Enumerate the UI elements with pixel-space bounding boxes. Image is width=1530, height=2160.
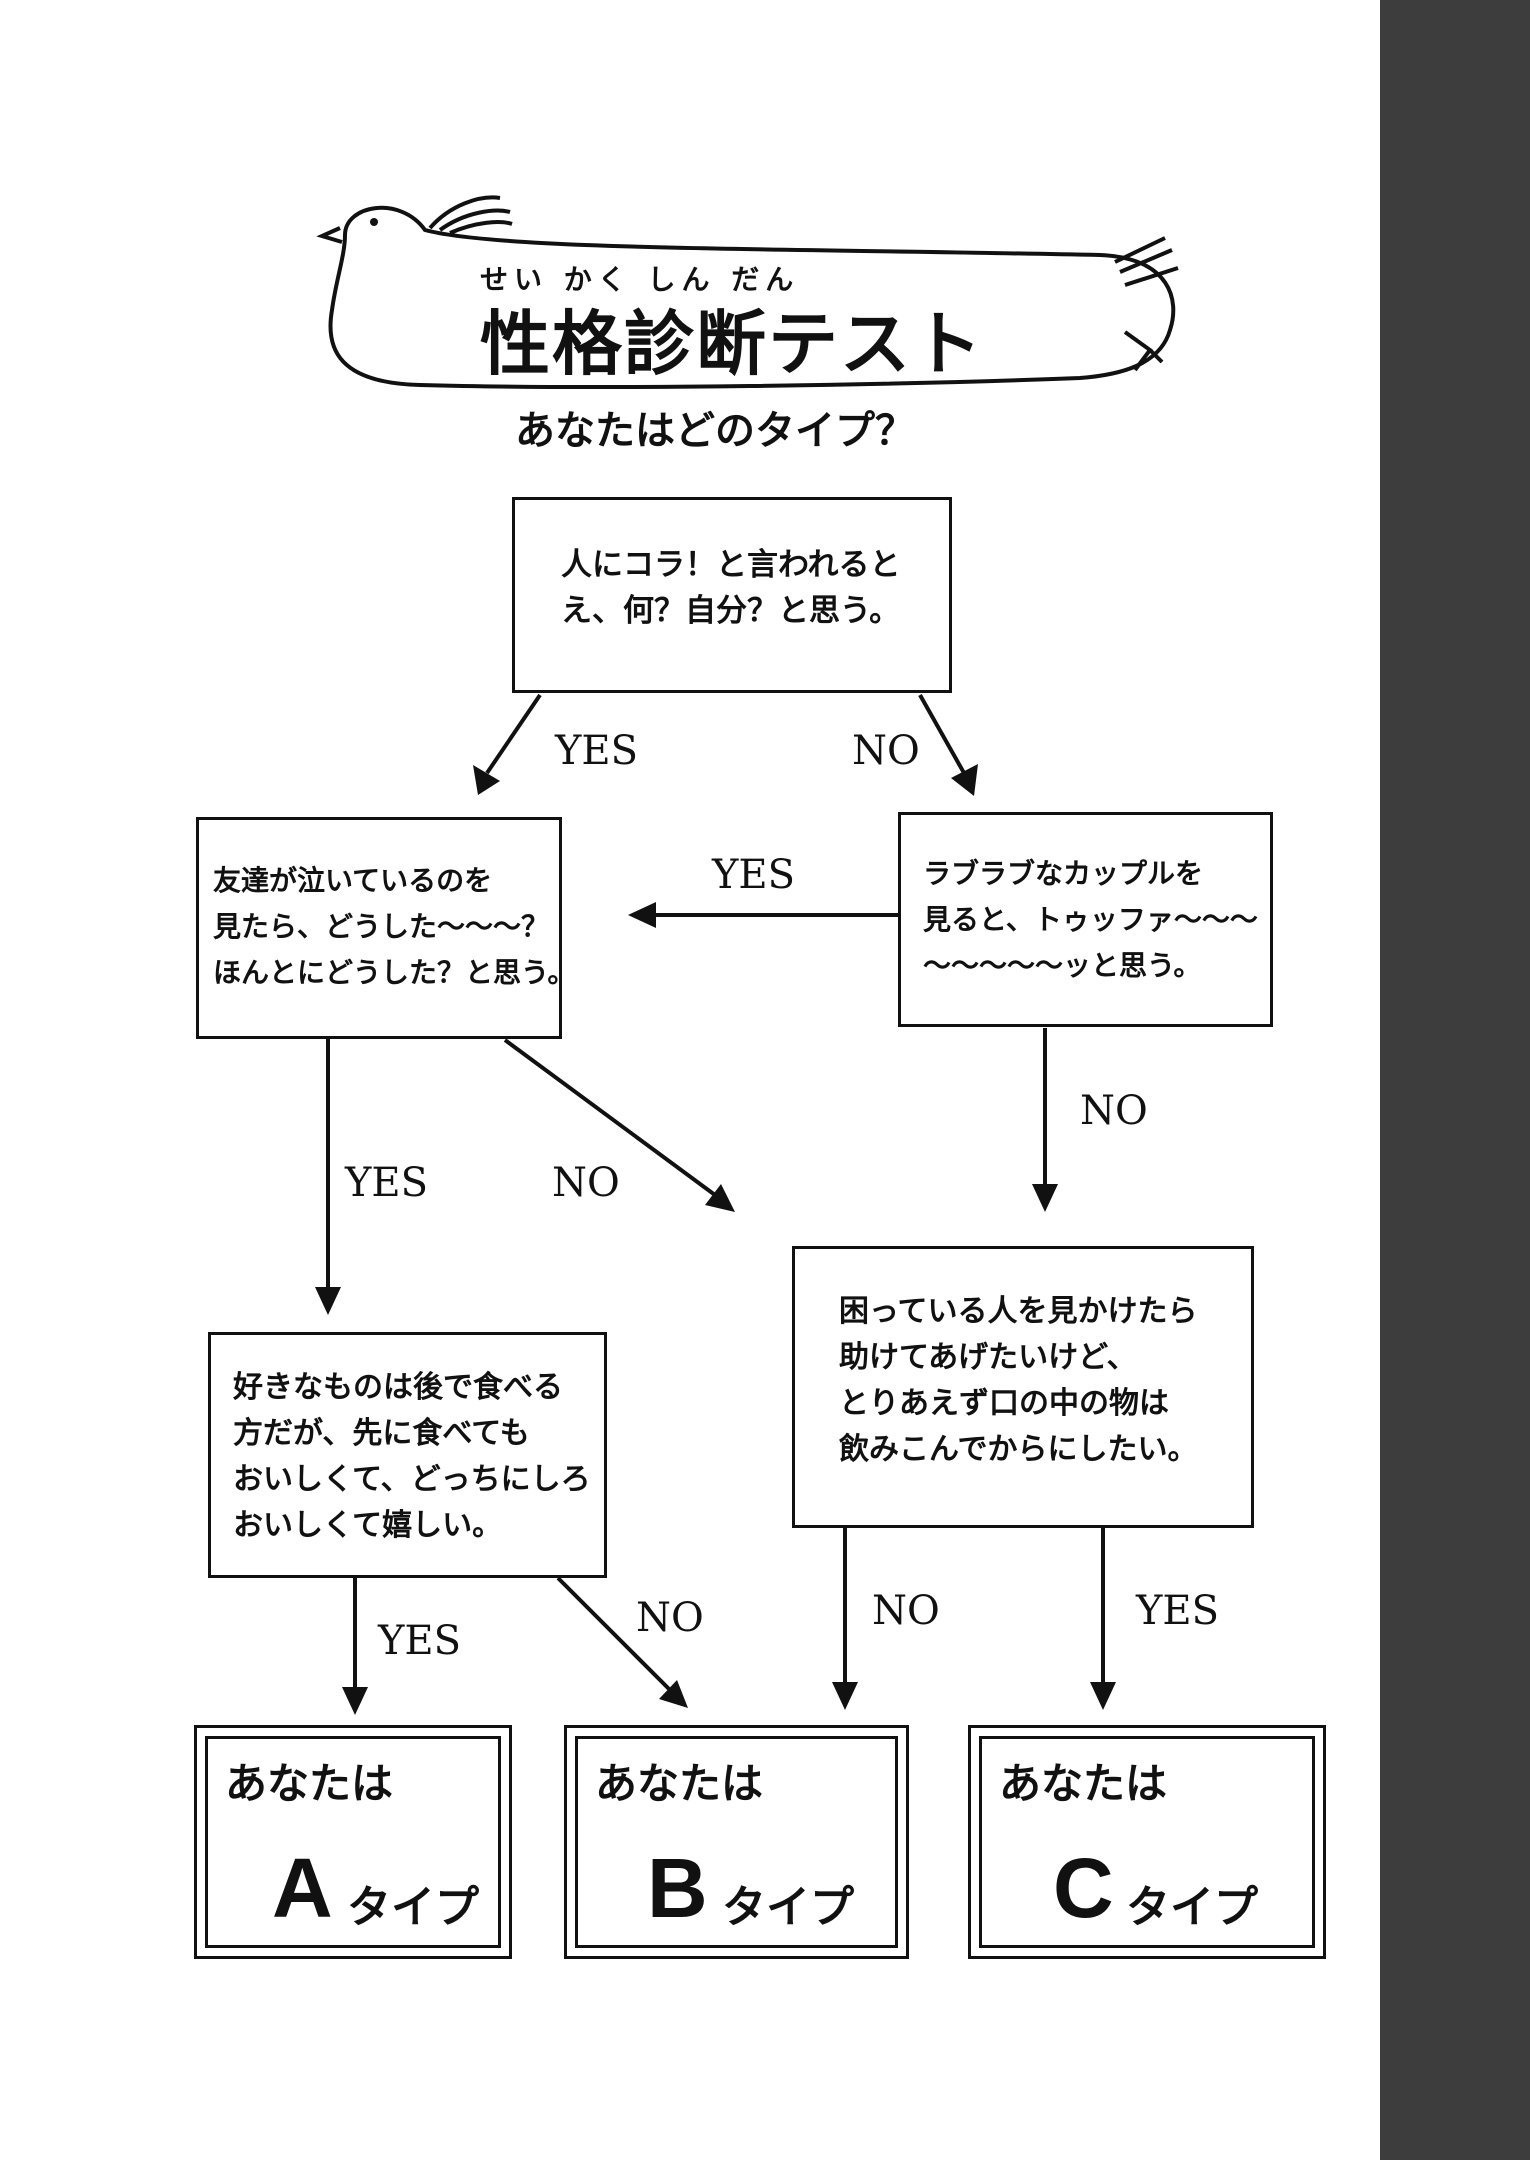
result-b-suffix: タイプ bbox=[722, 1882, 854, 1933]
result-a-inner-frame bbox=[205, 1736, 501, 1948]
question-1-box: 人にコラ！と言われると え、何？自分？と思う。 bbox=[512, 497, 952, 693]
edge-label-q2-yes: YES bbox=[345, 1160, 429, 1206]
question-2-line-1: 友達が泣いているのを bbox=[213, 864, 493, 897]
question-5-box: 困っている人を見かけたら 助けてあげたいけど、 とりあえず口の中の物は 飲みこん… bbox=[792, 1246, 1254, 1528]
question-4-line-3: おいしくて、どっちにしろ bbox=[233, 1462, 591, 1497]
question-2-line-2: 見たら、どうした〜〜〜？ bbox=[213, 910, 550, 943]
question-2-line-3: ほんとにどうした？と思う。 bbox=[213, 956, 576, 989]
result-c-letter: C bbox=[1053, 1841, 1114, 1935]
title-ruby: せい かく しん だん bbox=[480, 263, 800, 296]
result-a-lead: あなたは bbox=[225, 1759, 394, 1808]
question-2-box: 友達が泣いているのを 見たら、どうした〜〜〜？ ほんとにどうした？と思う。 bbox=[196, 817, 576, 1039]
dark-side-panel bbox=[1380, 0, 1530, 2160]
result-b-box: あなたは B タイプ bbox=[564, 1725, 909, 1959]
edge-label-q5-no: NO bbox=[872, 1588, 940, 1634]
question-1-line-1: 人にコラ！と言われると bbox=[561, 547, 901, 583]
edge-label-q1-yes: YES bbox=[555, 728, 639, 774]
edge-label-q1-no: NO bbox=[852, 728, 920, 774]
result-a-suffix: タイプ bbox=[347, 1882, 479, 1933]
result-b-lead: あなたは bbox=[595, 1759, 764, 1808]
question-4-line-4: おいしくて嬉しい。 bbox=[233, 1508, 503, 1543]
result-a-box: あなたは A タイプ bbox=[194, 1725, 512, 1959]
question-4-line-1: 好きなものは後で食べる bbox=[233, 1370, 563, 1405]
result-b-letter: B bbox=[647, 1841, 708, 1935]
bird-banner-illustration bbox=[316, 195, 1179, 390]
edge-label-q4-yes: YES bbox=[378, 1618, 462, 1664]
question-4-line-2: 方だが、先に食べても bbox=[233, 1416, 530, 1451]
edge-label-q3-yes: YES bbox=[712, 852, 796, 898]
question-1-line-2: え、何？自分？と思う。 bbox=[561, 593, 901, 629]
flow-connectors bbox=[315, 195, 1179, 1715]
title-banner: せい かく しん だん 性格診断テスト bbox=[330, 200, 1180, 400]
question-3-line-3: 〜〜〜〜〜ッと思う。 bbox=[923, 949, 1202, 982]
page: せい かく しん だん 性格診断テスト あなたはどのタイプ？ 人にコラ！と言われ… bbox=[194, 195, 1326, 1959]
result-b-inner-frame bbox=[575, 1736, 898, 1948]
edge-label-q2-no: NO bbox=[552, 1160, 620, 1206]
question-3-line-1: ラブラブなカップルを bbox=[923, 857, 1204, 890]
question-5-line-2: 助けてあげたいけど、 bbox=[839, 1340, 1137, 1375]
result-c-box: あなたは C タイプ bbox=[968, 1725, 1326, 1959]
question-5-line-3: とりあえず口の中の物は bbox=[839, 1386, 1169, 1421]
edge-label-q3-no: NO bbox=[1080, 1088, 1148, 1134]
edge-label-q5-yes: YES bbox=[1136, 1588, 1220, 1634]
result-a-letter: A bbox=[272, 1841, 333, 1935]
page-title: 性格診断テスト bbox=[480, 303, 984, 385]
question-5-line-1: 困っている人を見かけたら bbox=[839, 1294, 1198, 1329]
question-3-line-2: 見ると、トゥッファ〜〜〜 bbox=[923, 903, 1258, 936]
question-5-line-4: 飲みこんでからにしたい。 bbox=[839, 1432, 1198, 1467]
result-c-lead: あなたは bbox=[999, 1759, 1168, 1808]
question-4-box: 好きなものは後で食べる 方だが、先に食べても おいしくて、どっちにしろ おいしく… bbox=[208, 1332, 607, 1578]
result-c-suffix: タイプ bbox=[1126, 1882, 1258, 1933]
edge-label-q4-no: NO bbox=[636, 1595, 704, 1641]
result-c-inner-frame bbox=[979, 1736, 1315, 1948]
page-subtitle: あなたはどのタイプ？ bbox=[515, 408, 915, 454]
question-3-box: ラブラブなカップルを 見ると、トゥッファ〜〜〜 〜〜〜〜〜ッと思う。 bbox=[898, 812, 1273, 1027]
